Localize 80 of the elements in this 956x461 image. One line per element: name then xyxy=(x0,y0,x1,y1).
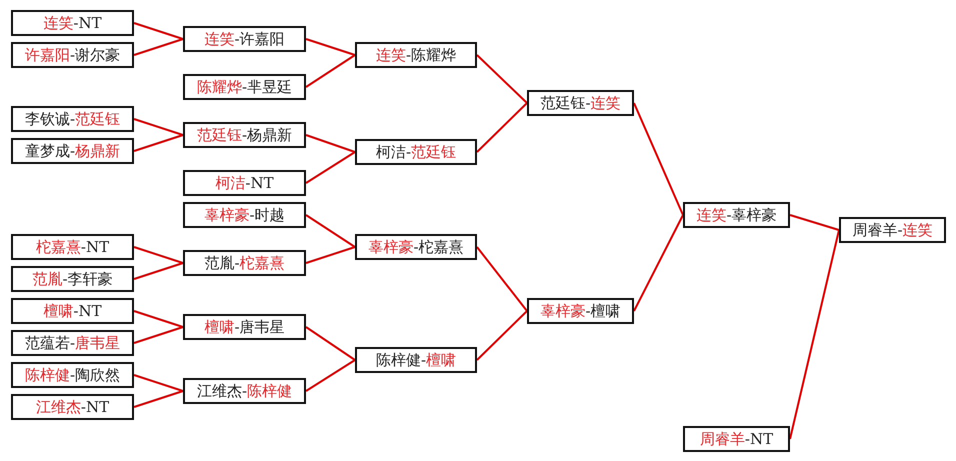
match-box xyxy=(355,234,477,260)
bracket-line xyxy=(305,359,356,392)
bracket-line xyxy=(305,326,356,361)
bracket-line xyxy=(476,102,528,153)
match-box xyxy=(11,106,134,132)
match-label: 连笑-许嘉阳 xyxy=(204,30,285,48)
bracket-line xyxy=(305,214,356,248)
bracket-line xyxy=(134,390,184,408)
match-box xyxy=(683,202,790,228)
match-box xyxy=(11,330,134,356)
bracket-line xyxy=(789,230,840,440)
match-label: 范胤-柁嘉熹 xyxy=(204,254,285,272)
match-box xyxy=(839,217,946,243)
bracket-line xyxy=(790,214,840,231)
match-label: 范廷钰-杨鼎新 xyxy=(196,126,292,144)
match-label: 辜梓豪-檀啸 xyxy=(540,302,621,320)
match-label: 陈梓健-陶欣然 xyxy=(24,366,120,384)
bracket-line xyxy=(633,102,684,216)
bracket-line xyxy=(633,214,684,312)
match-label: 陈耀烨-芈昱廷 xyxy=(196,78,292,96)
match-label: 柯洁-范廷钰 xyxy=(376,143,456,161)
match-label: 许嘉阳-谢尔豪 xyxy=(24,46,120,64)
match-label: 檀啸-NT xyxy=(43,302,102,320)
match-box xyxy=(11,266,134,292)
match-label: 连笑-NT xyxy=(43,14,102,32)
match-label: 辜梓豪-时越 xyxy=(204,206,285,224)
match-label: 江维杰-陈梓健 xyxy=(196,382,292,400)
match-box xyxy=(183,122,306,148)
bracket-line xyxy=(306,38,356,56)
match-box xyxy=(355,42,477,68)
match-box xyxy=(183,378,306,404)
bracket-line xyxy=(134,22,184,40)
bracket-line xyxy=(306,134,356,153)
bracket-line xyxy=(134,310,184,328)
match-box xyxy=(11,298,134,324)
match-label: 连笑-陈耀烨 xyxy=(376,46,456,64)
match-label: 范胤-李轩豪 xyxy=(32,270,113,288)
match-label: 连笑-辜梓豪 xyxy=(696,206,777,224)
match-box xyxy=(355,347,477,373)
bracket-line xyxy=(134,262,184,280)
match-label: 周睿羊-连笑 xyxy=(852,221,933,239)
bracket-line xyxy=(134,118,184,136)
match-label: 周睿羊-NT xyxy=(700,430,774,448)
match-label: 柁嘉熹-NT xyxy=(36,238,110,256)
bracket-line xyxy=(134,326,184,344)
match-box xyxy=(11,362,134,388)
match-box xyxy=(11,234,134,260)
match-box xyxy=(11,138,134,164)
bracket-line xyxy=(134,246,184,264)
match-box xyxy=(183,26,306,52)
match-box xyxy=(183,202,306,228)
match-box xyxy=(355,139,477,165)
bracket-line xyxy=(476,54,528,104)
match-box xyxy=(11,394,134,420)
match-label: 檀啸-唐韦星 xyxy=(204,318,285,336)
bracket-line xyxy=(305,54,356,88)
bracket-line xyxy=(134,38,184,56)
match-label: 陈梓健-檀啸 xyxy=(376,351,456,369)
match-box xyxy=(11,10,134,36)
match-box xyxy=(183,314,306,340)
match-label: 李钦诚-范廷钰 xyxy=(24,110,120,128)
match-box xyxy=(11,42,134,68)
bracket-line xyxy=(306,246,356,264)
bracket-line xyxy=(134,134,184,152)
match-label: 辜梓豪-柁嘉熹 xyxy=(368,238,464,256)
match-label: 范蕴若-唐韦星 xyxy=(24,334,120,352)
match-label: 范廷钰-连笑 xyxy=(540,94,621,112)
match-box xyxy=(683,426,790,452)
match-box xyxy=(183,74,306,100)
match-box xyxy=(527,90,634,116)
bracket-line xyxy=(305,151,356,184)
match-label: 柯洁-NT xyxy=(215,174,274,192)
match-label: 童梦成-杨鼎新 xyxy=(24,142,120,160)
bracket-line xyxy=(476,310,528,361)
match-box xyxy=(183,170,306,196)
match-box xyxy=(183,250,306,276)
match-label: 江维杰-NT xyxy=(36,398,110,416)
bracket-line xyxy=(476,246,528,312)
match-box xyxy=(527,298,634,324)
bracket-line xyxy=(134,374,184,392)
